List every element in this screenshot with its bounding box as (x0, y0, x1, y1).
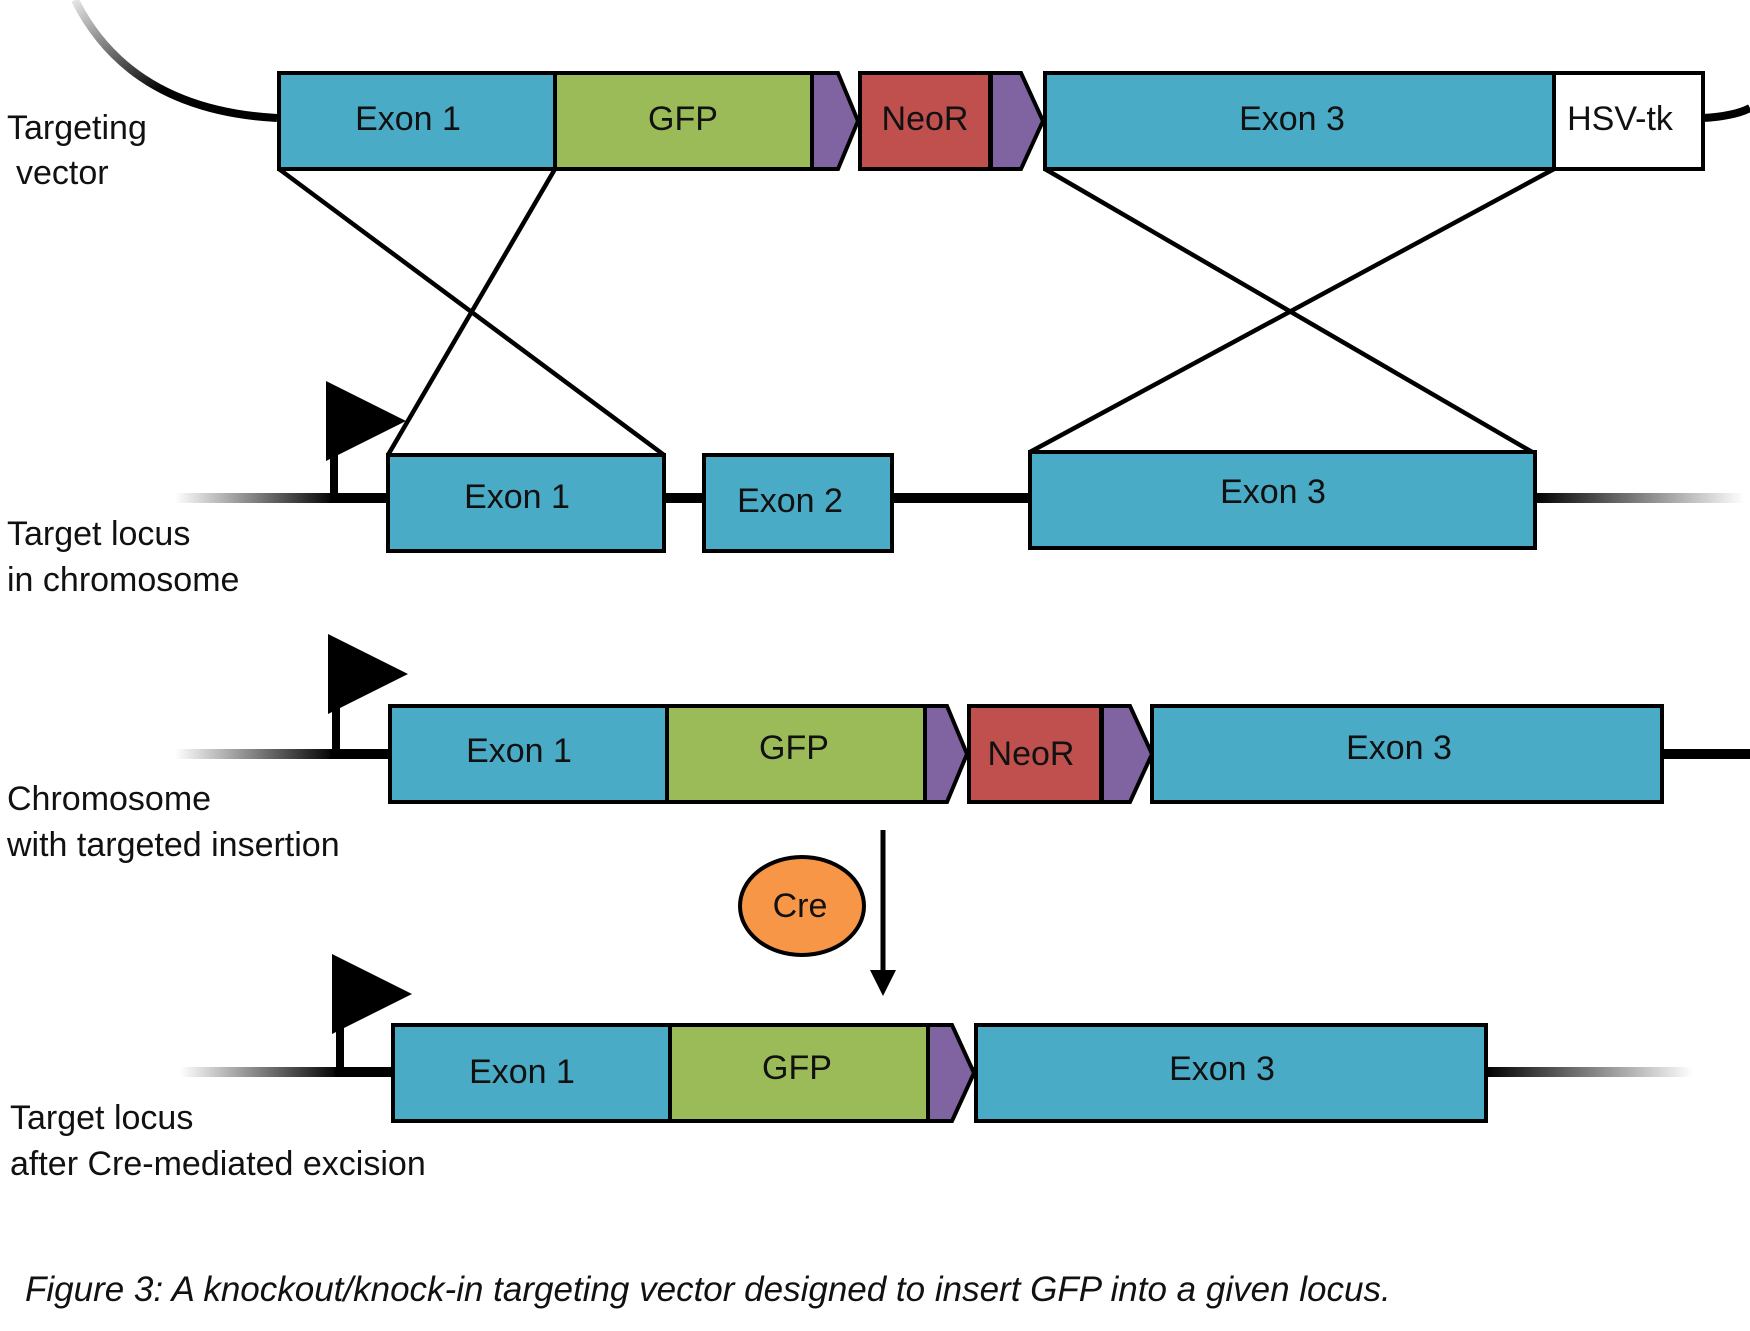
chromosome-line-fade-left (175, 493, 335, 503)
targeting-vector-label: Targeting vector (7, 109, 156, 192)
down-arrow-head-icon (870, 970, 896, 996)
vector-hsvtk-block (1552, 71, 1705, 171)
chromosome-line-fade-left (175, 749, 335, 759)
targeted-insertion-row: Exon 1 GFP NeoR Exon 3 Chromosome with t… (6, 634, 1750, 864)
excision-exon1-label: Exon 1 (469, 1053, 575, 1091)
excision-exon1-block (391, 1023, 672, 1123)
targeting-vector-row: Exon 1 GFP NeoR Exon 3 HSV-tk Targeting … (7, 0, 1750, 192)
insertion-loxp-site-1 (923, 704, 970, 804)
cre-excision-step: Cre (738, 830, 896, 996)
vector-hsvtk-label: HSV-tk (1567, 100, 1674, 138)
after-excision-row: Exon 1 GFP Exon 3 Target locus after Cre… (10, 954, 1693, 1183)
locus-exon2-block (702, 453, 894, 553)
promoter-arrow-icon (328, 634, 408, 754)
vector-loxp-site-1 (810, 71, 861, 171)
locus-exon2-label: Exon 2 (737, 482, 843, 520)
crossover-line (1028, 167, 1556, 454)
locus-exon3-label: Exon 3 (1220, 473, 1326, 511)
target-locus-row: Exon 1 Exon 2 Exon 3 Target locus in chr… (7, 381, 1744, 599)
chromosome-line (330, 493, 1534, 503)
vector-gfp-block (553, 71, 814, 171)
recombination-crossovers (277, 167, 1556, 457)
vector-neor-block (858, 71, 992, 171)
excision-gfp-block (668, 1023, 930, 1123)
insertion-exon3-block (1150, 704, 1664, 804)
excision-exon3-label: Exon 3 (1169, 1050, 1275, 1088)
insertion-exon1-label: Exon 1 (466, 732, 572, 770)
insertion-gfp-label: GFP (759, 729, 829, 767)
vector-gfp-label: GFP (648, 100, 718, 138)
cre-enzyme-label: Cre (773, 887, 828, 925)
locus-exon1-label: Exon 1 (464, 478, 570, 516)
vector-exon3-label: Exon 3 (1239, 100, 1345, 138)
targeted-insertion-label: Chromosome with targeted insertion (6, 780, 340, 864)
promoter-arrow-icon (332, 954, 412, 1072)
chromosome-line-fade-right (1486, 1067, 1693, 1077)
crossover-line (386, 167, 557, 457)
locus-exon1-block (386, 453, 666, 553)
locus-exon3-block (1028, 450, 1537, 550)
insertion-loxp-site-2 (1100, 704, 1155, 804)
promoter-arrow-icon (326, 381, 406, 498)
after-excision-label: Target locus after Cre-mediated excision (10, 1099, 426, 1183)
vector-neor-label: NeoR (882, 100, 969, 138)
vector-backbone-right (1702, 104, 1750, 122)
vector-exon1-block (277, 71, 557, 171)
target-locus-label: Target locus in chromosome (7, 515, 239, 599)
insertion-neor-label: NeoR (988, 735, 1075, 773)
vector-exon1-label: Exon 1 (355, 100, 461, 138)
cre-enzyme (738, 855, 866, 957)
chromosome-line-fade-left (180, 1067, 340, 1077)
vector-backbone-left (71, 0, 278, 122)
excision-loxp-site (926, 1023, 977, 1123)
insertion-gfp-block (665, 704, 927, 804)
insertion-exon3-label: Exon 3 (1346, 729, 1452, 767)
figure-caption: Figure 3: A knockout/knock-in targeting … (25, 1270, 1391, 1309)
excision-exon3-block (974, 1023, 1488, 1123)
excision-gfp-label: GFP (762, 1049, 832, 1087)
vector-loxp-site-2 (989, 71, 1046, 171)
chromosome-line-fade-right (1534, 493, 1744, 503)
